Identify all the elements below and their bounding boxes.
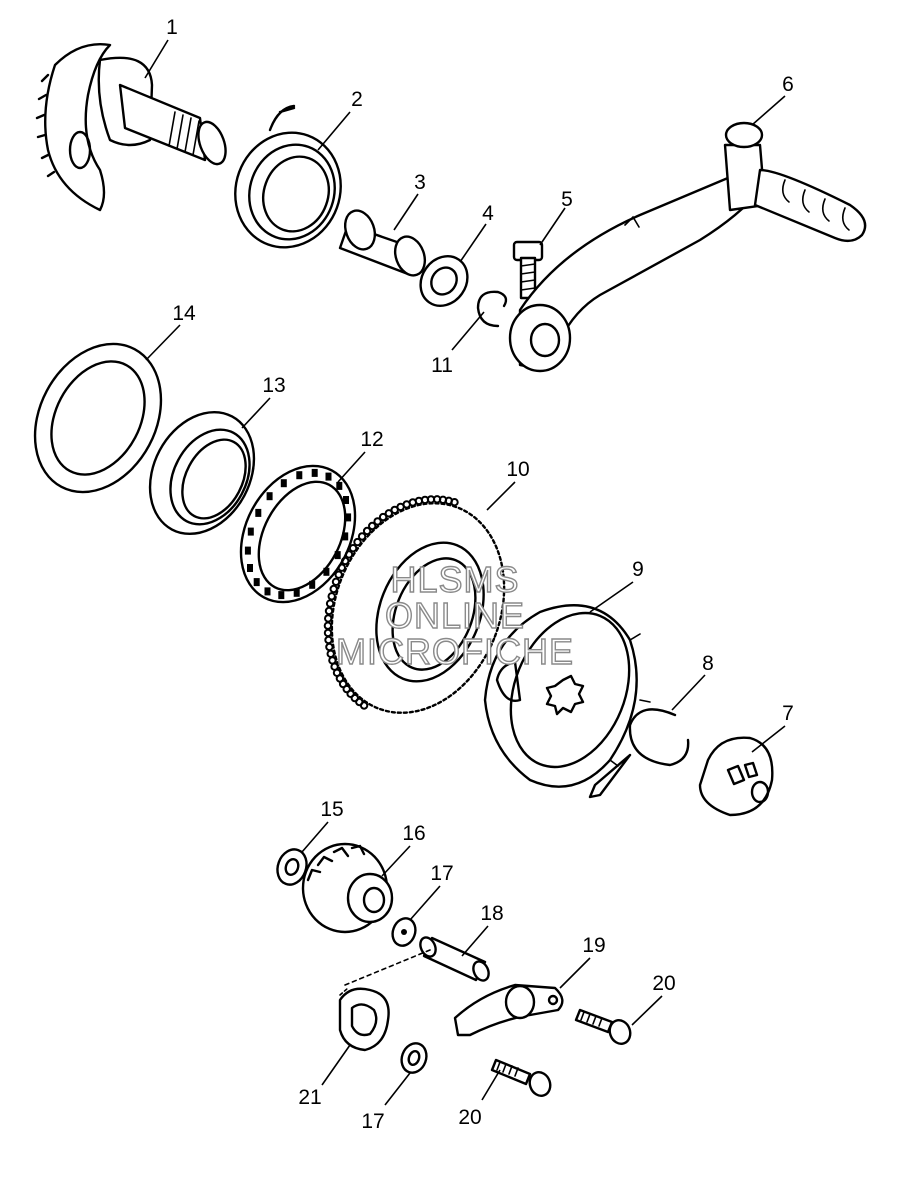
part-11-circlip	[476, 290, 508, 328]
callout-13: 13	[262, 374, 285, 397]
callout-20-lower: 20	[458, 1106, 481, 1129]
gear-tooth	[324, 614, 333, 623]
gear-tooth	[344, 550, 354, 559]
watermark-line-1: HLSMS	[390, 559, 519, 600]
gear-tooth	[324, 606, 334, 616]
callout-21: 21	[298, 1086, 321, 1109]
part-7-drive-gear	[698, 736, 774, 817]
cage-slot	[244, 546, 251, 555]
cage-slot	[296, 471, 303, 480]
gear-tooth	[353, 537, 362, 547]
part-9-clutch-plate	[483, 604, 651, 788]
cage-slot	[325, 472, 332, 481]
gear-tooth	[337, 563, 346, 572]
part-4-washer	[419, 255, 469, 307]
callout-17-lower: 17	[361, 1110, 384, 1133]
cage-slot	[336, 481, 343, 490]
part-20-screw-upper	[574, 1008, 632, 1045]
gear-tooth	[341, 556, 350, 566]
cage-slot	[253, 578, 260, 587]
part-16-idle-gear	[301, 842, 394, 934]
part-21-retainer	[338, 987, 390, 1052]
part-18-shaft	[419, 936, 490, 982]
gear-tooth	[350, 693, 359, 703]
watermark: HLSMS ONLINE MICROFICHE	[335, 558, 574, 672]
part-13-bearing	[148, 410, 256, 536]
part-17-washer-lower	[400, 1042, 428, 1074]
assembly-guides	[344, 949, 431, 986]
gear-tooth	[362, 526, 372, 536]
callout-3: 3	[414, 171, 426, 194]
watermark-line-2: ONLINE	[385, 595, 525, 636]
callout-2: 2	[351, 88, 363, 111]
cage-slot	[311, 468, 318, 477]
callout-labels: 1 2 3 4 5 6 7 8 9 10 11 12 13 14 15 16 1…	[166, 16, 794, 1133]
gear-tooth	[348, 544, 358, 553]
callout-5: 5	[561, 188, 573, 211]
gear-tooth	[327, 592, 336, 601]
part-6-kick-arm	[508, 121, 867, 373]
gear-tooth	[450, 498, 459, 507]
callout-16: 16	[402, 822, 425, 845]
callout-8: 8	[702, 652, 714, 675]
part-8-spring-clip	[588, 708, 690, 799]
gear-tooth	[331, 577, 341, 586]
cage-slot	[264, 587, 271, 596]
callout-10: 10	[506, 458, 529, 481]
callout-14: 14	[172, 302, 196, 325]
cage-slot	[323, 567, 330, 576]
cage-slot	[293, 588, 300, 597]
callout-15: 15	[320, 798, 343, 821]
part-2-spring	[234, 104, 342, 249]
callout-9: 9	[632, 558, 644, 581]
callout-12: 12	[360, 428, 383, 451]
callout-11: 11	[431, 354, 453, 377]
gear-tooth	[323, 628, 333, 638]
gear-tooth	[378, 512, 388, 522]
part-20-screw-lower	[490, 1058, 552, 1097]
cage-slot	[309, 580, 316, 589]
cage-slot	[345, 513, 352, 522]
callout-1: 1	[166, 16, 178, 39]
cage-slot	[247, 527, 254, 536]
cage-slot	[334, 551, 341, 560]
part-19-lever	[453, 983, 564, 1037]
gear-tooth	[326, 649, 335, 658]
watermark-line-3: MICROFICHE	[336, 631, 574, 672]
gear-tooth	[325, 599, 335, 608]
callout-19: 19	[582, 934, 605, 957]
part-14-ring	[33, 342, 163, 494]
gear-tooth	[325, 642, 334, 652]
gear-tooth	[323, 621, 333, 630]
part-12-needle-cage	[239, 464, 357, 604]
part-10-gear-ring	[323, 495, 506, 714]
gear-tooth	[357, 532, 367, 541]
cage-slot	[342, 532, 349, 541]
gear-tooth	[368, 521, 377, 531]
callout-18: 18	[480, 902, 503, 925]
cage-slot	[255, 508, 262, 517]
cage-slot	[343, 496, 349, 504]
part-1-kick-spindle	[35, 43, 227, 212]
gear-tooth	[328, 656, 337, 665]
part-17-washer-upper	[391, 917, 417, 947]
cage-slot	[278, 591, 285, 600]
gear-tooth	[324, 635, 333, 645]
callout-4: 4	[482, 202, 494, 225]
gear-tooth	[329, 584, 338, 594]
callout-7: 7	[782, 702, 794, 725]
part-3-collar	[338, 209, 427, 277]
leader-lines	[144, 39, 786, 1106]
cage-slot	[266, 492, 273, 501]
callout-17-upper: 17	[430, 862, 453, 885]
gear-tooth	[334, 570, 343, 579]
cage-slot	[280, 479, 287, 488]
callout-6: 6	[782, 73, 794, 96]
gear-tooth	[373, 517, 382, 526]
cage-slot	[247, 564, 253, 572]
callout-20-upper: 20	[652, 972, 675, 995]
gear-tooth	[384, 509, 393, 518]
